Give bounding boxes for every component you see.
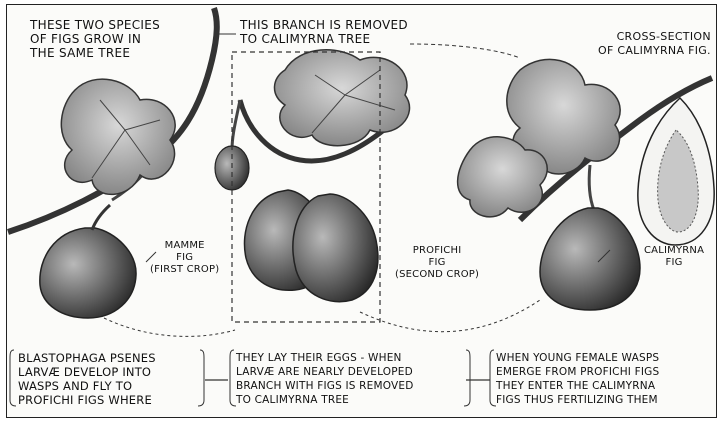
caption-fertilizing: WHEN YOUNG FEMALE WASPS EMERGE FROM PROF… <box>496 351 659 407</box>
profichi-fig-2 <box>293 194 378 302</box>
mamme-fig <box>40 228 136 318</box>
left-leaf <box>61 79 175 194</box>
profichi-fig-label: PROFICHI FIG (SECOND CROP) <box>395 245 479 281</box>
caption-blastophaga: BLASTOPHAGA PSENES LARVÆ DEVELOP INTO WA… <box>18 351 156 407</box>
mamme-fig-label: MAMME FIG (FIRST CROP) <box>150 240 219 276</box>
cross-section-label: CROSS-SECTION OF CALIMYRNA FIG. <box>598 30 711 58</box>
branch-removed-label: THIS BRANCH IS REMOVED TO CALIMYRNA TREE <box>240 18 408 46</box>
calimyrna-fig <box>540 208 640 310</box>
caption-lay-eggs: THEY LAY THEIR EGGS - WHEN LARVÆ ARE NEA… <box>236 351 414 407</box>
species-label: THESE TWO SPECIES OF FIGS GROW IN THE SA… <box>30 18 160 60</box>
calimyrna-fig-label: CALIMYRNA FIG <box>644 245 704 269</box>
